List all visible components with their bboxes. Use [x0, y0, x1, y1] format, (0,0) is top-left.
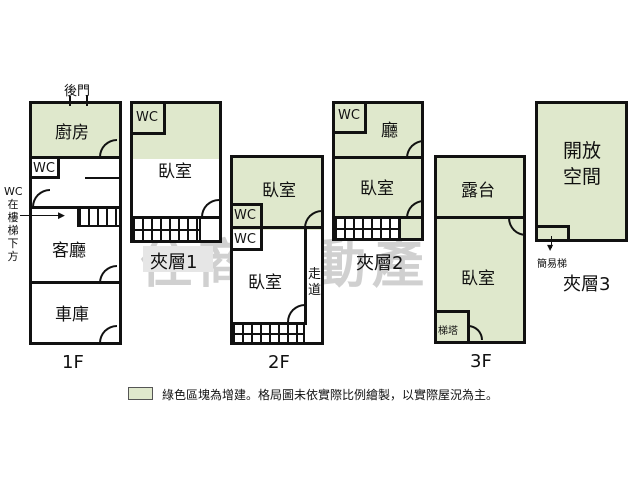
kitchen-label: 廚房	[55, 123, 89, 143]
simple-stair-label: 簡易梯	[537, 259, 567, 270]
floor-label: 2F	[268, 352, 290, 373]
wc-under-stairs-note: WC 在 樓 梯 下 方	[4, 185, 23, 263]
bedroom-label: 臥室	[158, 162, 192, 182]
garage-label: 車庫	[55, 305, 89, 325]
wc-label: WC	[234, 232, 256, 247]
arrow-head-icon: ▶	[58, 211, 65, 221]
bedroom-label: 臥室	[262, 181, 296, 201]
bedroom-label: 臥室	[461, 269, 495, 289]
stairs	[333, 217, 401, 240]
door-icon	[287, 304, 305, 322]
legend-swatch	[128, 387, 153, 400]
legend-text: 綠色區塊為增建。格局圖未依實際比例繪製，以實際屋況為主。	[162, 388, 499, 402]
living-room-label: 客廳	[52, 241, 86, 261]
wc-room	[332, 101, 367, 134]
stairs	[131, 217, 201, 242]
note-text: 樓	[7, 211, 19, 224]
arrow-icon	[551, 236, 552, 248]
wc-label: WC	[234, 208, 256, 223]
hall-label: 廳	[381, 121, 398, 141]
open-space-label: 空間	[563, 166, 602, 188]
arrow-head-icon: ▼	[547, 243, 554, 252]
back-door-label: 後門	[64, 84, 91, 99]
floor-label: 夾層1	[150, 252, 198, 273]
corridor-label: 走道	[308, 267, 322, 298]
floor-label: 夾層2	[356, 253, 404, 274]
door-icon	[406, 140, 424, 158]
door-icon	[32, 189, 50, 207]
note-text: 梯	[7, 224, 19, 237]
note-text: WC	[4, 185, 23, 198]
door-icon	[304, 210, 322, 228]
stair-opening	[535, 225, 570, 242]
arrow-icon	[20, 215, 60, 216]
stair-tower-label: 梯塔	[438, 326, 458, 337]
wc-label: WC	[33, 161, 55, 176]
door-icon	[201, 199, 219, 217]
door-icon	[99, 325, 117, 343]
wc-room	[29, 156, 60, 179]
note-text: 下	[7, 237, 19, 250]
wc-room	[130, 101, 166, 135]
door-icon	[406, 200, 424, 218]
open-space-label: 開放	[563, 140, 602, 162]
wc-room	[230, 226, 263, 251]
wc-label: WC	[338, 108, 360, 123]
door-icon	[99, 265, 117, 283]
bedroom-label: 臥室	[248, 273, 282, 293]
wc-label: WC	[136, 110, 158, 125]
floor-label: 夾層3	[563, 274, 611, 295]
floor-label: 3F	[470, 351, 492, 372]
mezzanine-3-outline	[535, 101, 628, 242]
stairs	[77, 207, 121, 227]
note-text: 在	[7, 198, 19, 211]
note-text: 方	[7, 250, 19, 263]
bedroom-label: 臥室	[360, 179, 394, 199]
stairs	[231, 323, 305, 344]
door-icon	[99, 139, 117, 157]
floor-label: 1F	[62, 352, 84, 373]
terrace-label: 露台	[461, 181, 495, 201]
